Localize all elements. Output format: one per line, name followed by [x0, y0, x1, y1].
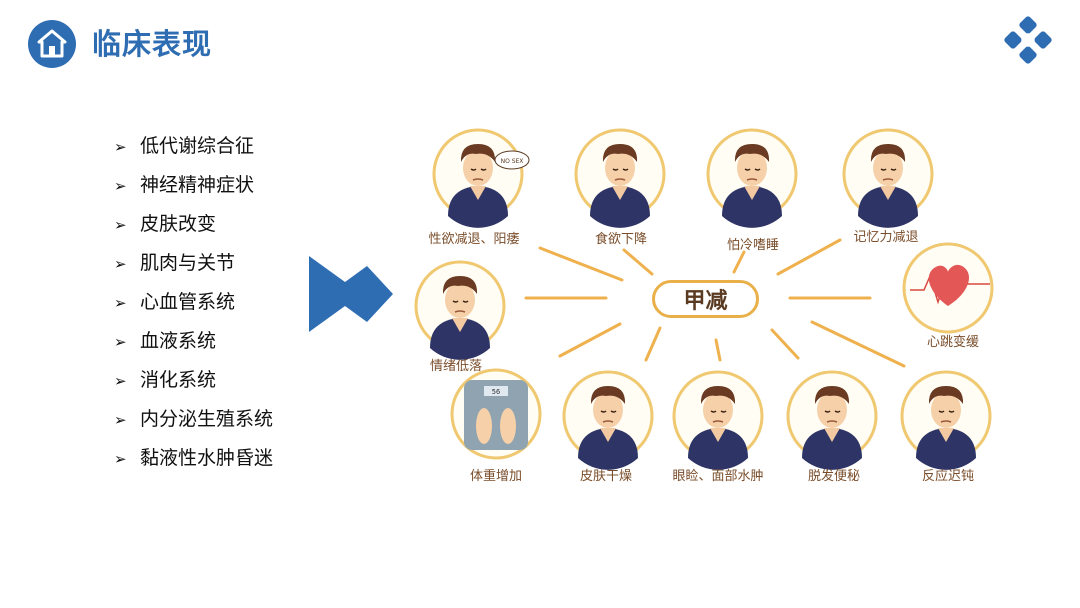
arrow-bullet-icon: ➢ — [114, 450, 127, 468]
list-item: ➢ 神经精神症状 — [114, 169, 273, 208]
list-item-label: 肌肉与关节 — [140, 252, 236, 274]
caption-mood: 情绪低落 — [429, 359, 483, 374]
scale-display: 56 — [492, 388, 500, 396]
arrow-bullet-icon: ➢ — [114, 216, 127, 234]
caption-cold: 怕冷嗜睡 — [726, 238, 780, 253]
list-item-label: 内分泌生殖系统 — [140, 408, 274, 430]
list-item-label: 皮肤改变 — [140, 213, 217, 235]
symptom-list: ➢ 低代谢综合征 ➢ 神经精神症状 ➢ 皮肤改变 ➢ 肌肉与关节 ➢ 心血管系统 ➢ 血液系… — [114, 130, 273, 481]
arrow-bullet-icon: ➢ — [114, 333, 127, 351]
caption-memory: 记忆力减退 — [853, 230, 919, 245]
caption-heart: 心跳变缓 — [926, 335, 980, 350]
caption-edema: 眼睑、面部水肿 — [672, 469, 764, 484]
list-item: ➢ 心血管系统 — [114, 286, 273, 325]
arrow-bullet-icon: ➢ — [114, 255, 127, 273]
list-item-label: 心血管系统 — [140, 291, 236, 313]
caption-skin: 皮肤干燥 — [579, 469, 633, 484]
list-item: ➢ 皮肤改变 — [114, 208, 273, 247]
page-title: 临床表现 — [92, 27, 213, 61]
arrow-bullet-icon: ➢ — [114, 177, 127, 195]
list-item: ➢ 肌肉与关节 — [114, 247, 273, 286]
home-icon — [28, 20, 76, 68]
list-item: ➢ 黏液性水肿昏迷 — [114, 442, 273, 481]
caption-appetite: 食欲下降 — [594, 232, 648, 247]
scale-icon: 56 — [450, 368, 542, 460]
right-arrow-icon — [309, 256, 393, 332]
arrow-bullet-icon: ➢ — [114, 411, 127, 429]
arrow-bullet-icon: ➢ — [114, 294, 127, 312]
caption-reaction: 反应迟钝 — [921, 469, 975, 484]
no-sex-badge: NO SEX — [501, 158, 524, 165]
caption-weight: 体重增加 — [469, 469, 523, 484]
arrow-bullet-icon: ➢ — [114, 138, 127, 156]
list-item-label: 血液系统 — [140, 330, 217, 352]
list-item: ➢ 内分泌生殖系统 — [114, 403, 273, 442]
list-item: ➢ 消化系统 — [114, 364, 273, 403]
list-item: ➢ 血液系统 — [114, 325, 273, 364]
arrow-bullet-icon: ➢ — [114, 372, 127, 390]
center-label: 甲减 — [652, 280, 759, 318]
list-item-label: 黏液性水肿昏迷 — [140, 447, 274, 469]
heart-icon — [902, 242, 994, 334]
caption-constipation: 脱发便秘 — [807, 469, 861, 484]
caption-libido: 性欲减退、阳痿 — [428, 232, 520, 247]
list-item: ➢ 低代谢综合征 — [114, 130, 273, 169]
list-item-label: 神经精神症状 — [140, 174, 255, 196]
list-item-label: 低代谢综合征 — [140, 135, 255, 157]
list-item-label: 消化系统 — [140, 369, 217, 391]
cross-logo-icon — [1004, 16, 1052, 64]
